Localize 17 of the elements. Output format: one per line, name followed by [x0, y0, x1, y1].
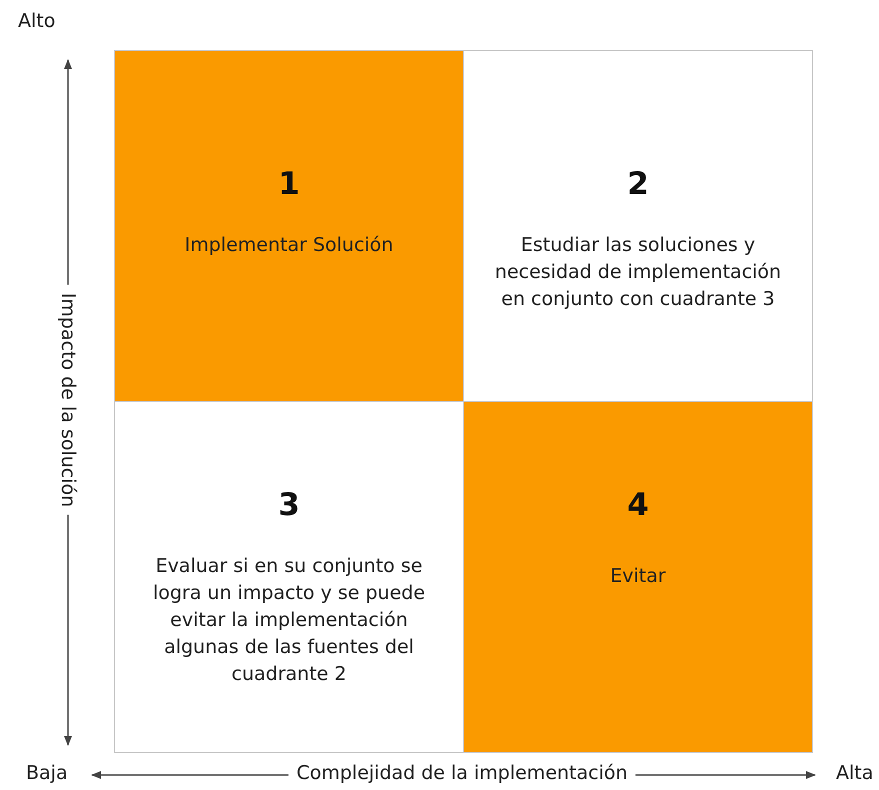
quadrant-box	[463, 50, 813, 402]
axis-end-label: Baja	[25, 762, 69, 784]
quadrant-box	[114, 401, 464, 753]
quadrant-number: 1	[278, 166, 300, 202]
axis-title: Complejidad de la implementación	[288, 762, 636, 784]
quadrant-number: 2	[627, 166, 649, 202]
quadrant-number: 4	[627, 487, 649, 523]
axis-title: Impacto de la solución	[57, 284, 79, 516]
quadrant-description: Evitar	[610, 564, 666, 589]
quadrant-description: Estudiar las soluciones y necesidad de implementación en conjunto con cuadrante 3	[494, 233, 782, 312]
quadrant-description: Implementar Solución	[184, 233, 394, 258]
axis-end-label: Alto	[17, 10, 56, 32]
quadrant-number: 3	[278, 487, 300, 523]
quadrant-box	[114, 50, 464, 402]
axis-end-label: Alta	[835, 762, 874, 784]
quadrant-description: Evaluar si en su conjunto se logra un impacto y se puede evitar la implementación algunas de las fuentes del cuadrante 2	[152, 554, 426, 687]
quadrant-box	[463, 401, 813, 753]
